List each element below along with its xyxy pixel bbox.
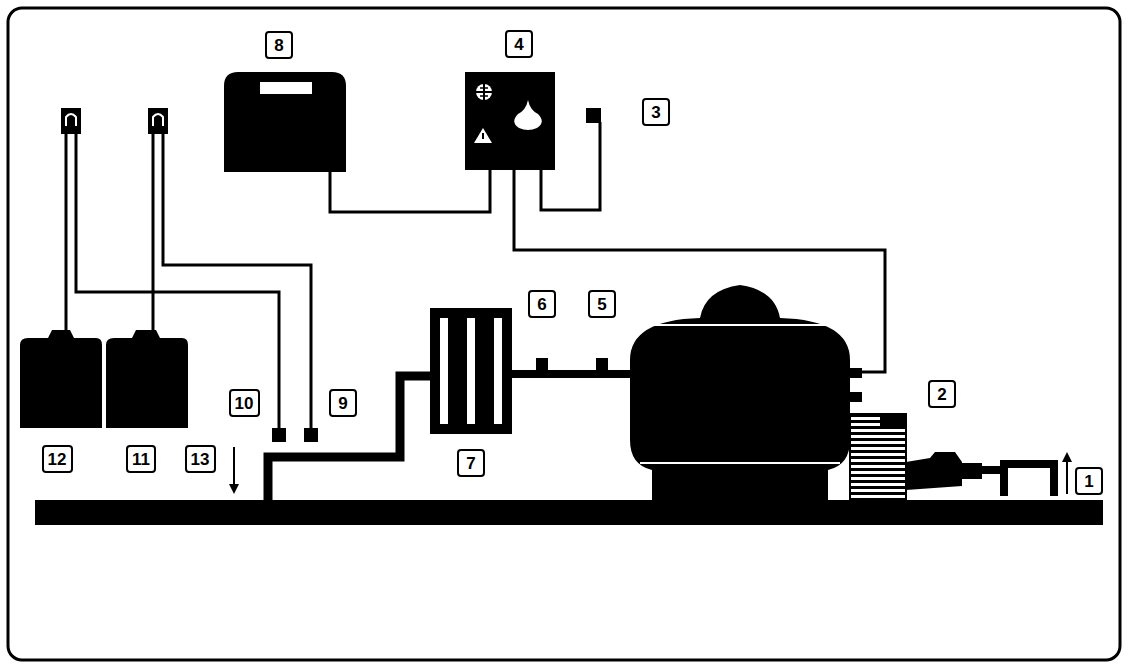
callout-box: 6 [528,290,556,318]
callout-box: 4 [505,30,533,58]
callout-box: 2 [928,380,956,408]
callout-number: 12 [48,451,67,468]
callout-number: 11 [132,451,150,468]
callout-box: 5 [588,290,616,318]
callout-number: 9 [338,395,347,412]
callout-number: 10 [235,395,254,412]
callout-number: 13 [191,451,210,468]
callout-number: 2 [937,386,946,403]
callout-number: 5 [597,296,606,313]
callout-number: 4 [514,36,523,53]
callout-box: 1 [1075,467,1103,495]
callout-box: 11 [126,445,156,473]
callout-box: 7 [457,449,485,477]
callout-number: 1 [1084,473,1093,490]
callout-box: 9 [329,389,357,417]
callout-box: 13 [185,445,216,473]
callout-box: 8 [265,31,293,59]
callout-number: 3 [651,104,660,121]
callout-box: 3 [642,98,670,126]
callout-number: 7 [466,455,475,472]
callout-box: 10 [229,389,260,417]
callout-box: 12 [42,445,73,473]
callout-number: 6 [537,296,546,313]
callout-number: 8 [274,37,283,54]
